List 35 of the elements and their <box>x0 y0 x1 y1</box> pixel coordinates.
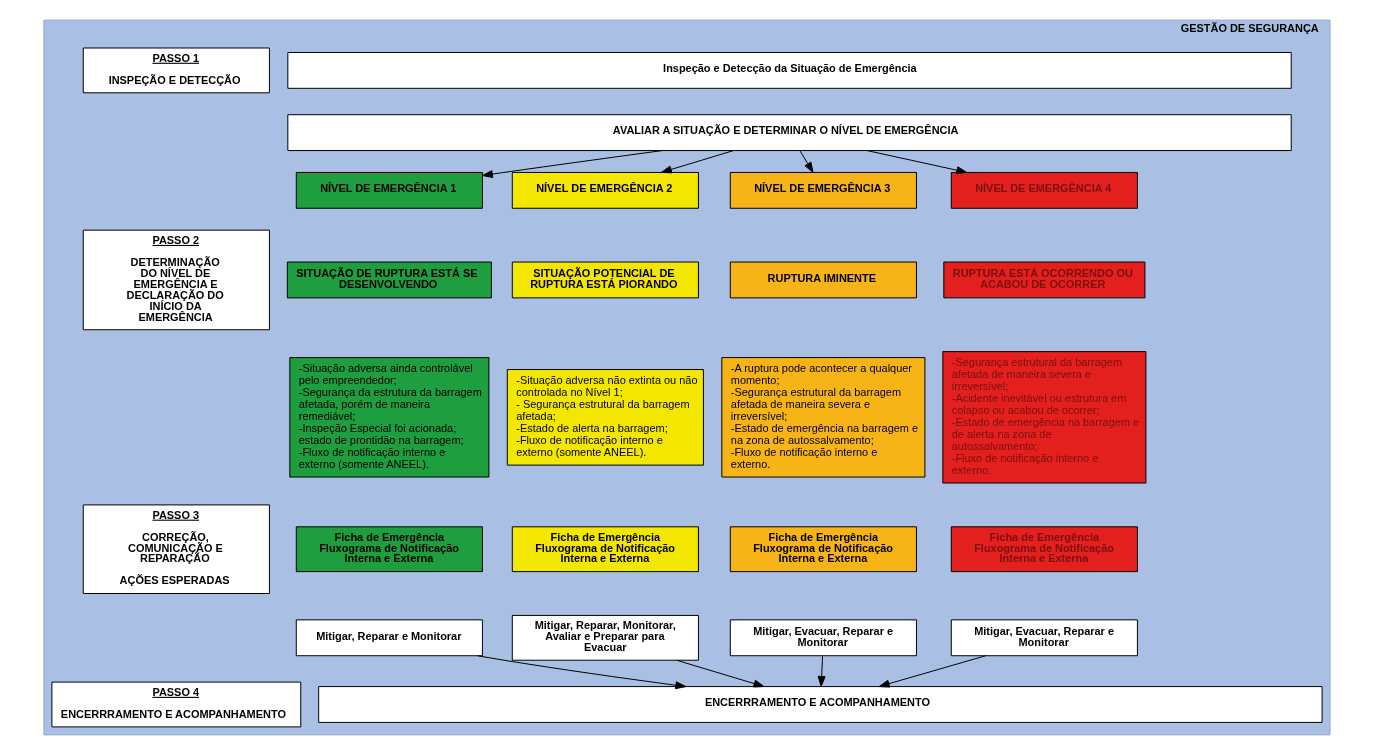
node-box: SITUAÇÃO POTENCIAL DE RUPTURA ESTÁ PIORANDO <box>511 261 699 299</box>
node-box: PASSO 4 ENCERRRAMENTO E ACOMPANHAMENTO <box>50 681 301 728</box>
arrow <box>878 655 986 688</box>
arrow <box>675 659 764 688</box>
node-box: NÍVEL DE EMERGÊNCIA 2 <box>511 171 699 209</box>
node-box: PASSO 3 CORREÇÃO, COMUNICAÇÃO E REPARAÇÃO AÇÕES ESPERADAS <box>82 504 270 594</box>
node-box: -Situação adversa ainda controlável pelo empreendedor; -Segurança da estrutura da barragem afetada, porém de maneira remediável; -Inspeção Especial foi acionada; estado de prontidão na barragem; -Fluxo de notificação interno e externo (somente ANEEL). <box>288 357 489 478</box>
node-box: RUPTURA ESTÁ OCORRENDO OU ACABOU DE OCORRER <box>942 261 1145 299</box>
node-box: Mitigar, Reparar e Monitorar <box>295 619 483 657</box>
node-box: RUPTURA IMINENTE <box>729 261 917 299</box>
arrow <box>476 655 686 690</box>
node-box: PASSO 1 INSPEÇÃO E DETECÇÃO <box>82 47 270 94</box>
node-box: NÍVEL DE EMERGÊNCIA 4 <box>950 171 1138 209</box>
node-box: ENCERRRAMENTO E ACOMPANHAMENTO <box>317 686 1323 723</box>
node-box: Ficha de Emergência Fluxograma de Notificação Interna e Externa <box>950 526 1138 573</box>
node-box: NÍVEL DE EMERGÊNCIA 3 <box>729 171 917 209</box>
node-box: SITUAÇÃO DE RUPTURA ESTÁ SE DESENVOLVENDO <box>286 261 492 299</box>
arrow <box>866 150 967 175</box>
node-box: Inspeção e Detecção da Situação de Emergência <box>286 52 1292 89</box>
node-box: Mitigar, Reparar, Monitorar, Avaliar e Preparar para Evacuar <box>511 614 699 661</box>
arrow <box>817 655 826 687</box>
node-box: -A ruptura pode acontecer a qualquer momento; -Segurança estrutural da barragem afetada de maneira severa e irreversível; -Estado de emergência na barragem e na zona de autossalvamento; -Fluxo de notificação interno e externo. <box>720 357 925 478</box>
node-box: AVALIAR A SITUAÇÃO E DETERMINAR O NÍVEL DE EMERGÊNCIA <box>286 114 1292 152</box>
node-box: Ficha de Emergência Fluxograma de Notificação Interna e Externa <box>295 526 483 573</box>
node-box: Ficha de Emergência Fluxograma de Notificação Interna e Externa <box>511 526 699 573</box>
node-box: NÍVEL DE EMERGÊNCIA 1 <box>295 171 483 209</box>
arrow <box>660 150 734 174</box>
node-box: -Situação adversa não extinta ou não controlada no Nível 1; - Segurança estrutural da barragem afetada; -Estado de alerta na barragem; -Fluxo de notificação interno e externo (somente ANEEL). <box>506 369 704 466</box>
node-box: -Segurança estrutural da barragem afetada de maneira severa e irreversível; -Acidente inevitável ou estrutura em colapso ou acabou de ocorrer; -Estado de emergência na barragem e de alerta na zona de autossalvamento; -Fluxo de notificação interno e externo. <box>941 351 1146 484</box>
node-box: Mitigar, Evacuar, Reparar e Monitorar <box>729 619 917 657</box>
node-box: Ficha de Emergência Fluxograma de Notificação Interna e Externa <box>729 526 917 573</box>
arrow <box>481 150 663 179</box>
node-box: Mitigar, Evacuar, Reparar e Monitorar <box>950 619 1138 657</box>
node-box: PASSO 2 DETERMINAÇÃO DO NÍVEL DE EMERGÊNCIA E DECLARAÇÃO DO INÍCIO DA EMERGÊNCIA <box>82 229 270 331</box>
arrow <box>798 150 814 173</box>
